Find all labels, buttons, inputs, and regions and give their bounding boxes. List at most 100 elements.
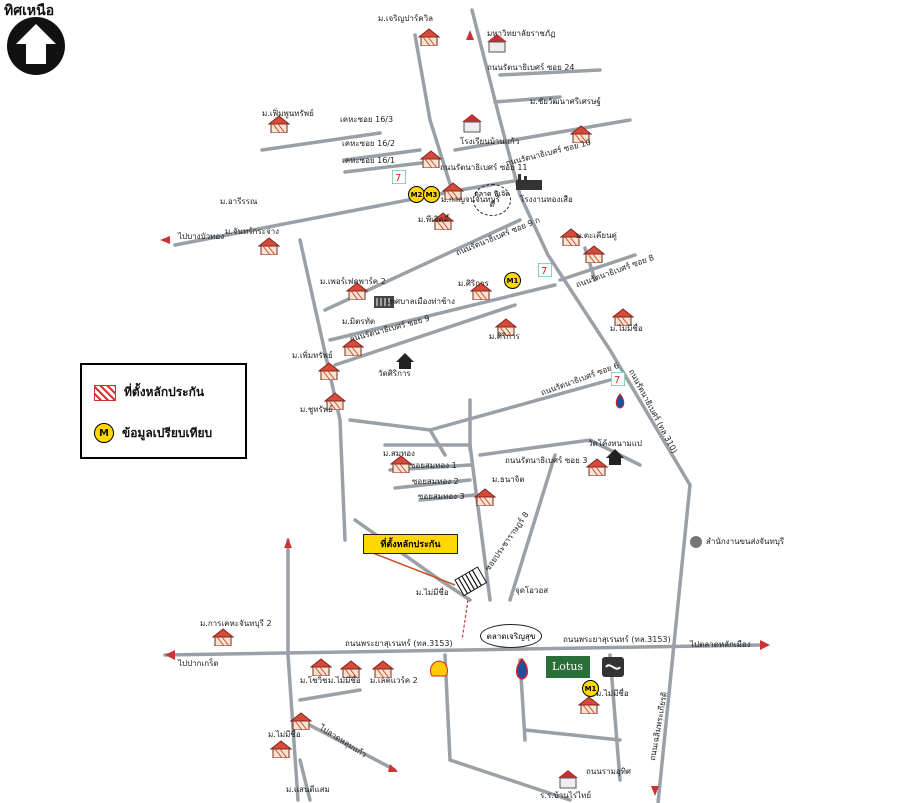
label-m-sirikan-2: ม.ศิริการ — [489, 332, 520, 341]
market-circle: ตลาด ฟีเจิดดี์ — [473, 184, 511, 216]
label-school-3: ร.ร.บ้านไร่ไทย์ — [540, 791, 592, 800]
label-road-pracharat: ถนนพระยาสุเรนทร์ (ทล.3153) — [345, 639, 453, 648]
callout-leader — [364, 549, 456, 586]
label-m-chaiwatana: ม.ชัยวัฒนาศรีเศรษฐ์ — [530, 97, 601, 106]
label-m-aree: ม.อารีรรณ — [220, 197, 258, 206]
seven-eleven-icon-2: 7 — [538, 263, 552, 277]
marker-m3: M3 — [423, 186, 440, 203]
house-icon — [310, 658, 332, 676]
label-m-mainame-3: ม.ไม่มีชื่อ — [596, 689, 629, 698]
label-soi-24: ถนนรัตนาธิเบศร์ ซอย 24 — [487, 63, 575, 72]
label-point: จุดโอวอส — [515, 586, 549, 595]
label-m-garden: ม.การเคหะจันทบุรี 2 — [200, 619, 272, 628]
label-m-sethi: ม.พีเจิดดี์ — [418, 215, 449, 224]
police-icon — [690, 536, 702, 548]
label-factory: โรงงานทองเสือ — [520, 195, 573, 204]
house-icon — [583, 245, 605, 263]
arrow-east — [760, 640, 770, 650]
label-m-nolek: ม.ตะเคียนคู่ — [576, 231, 617, 240]
hatch-icon — [94, 384, 116, 401]
arrow-southeast — [388, 764, 398, 772]
label-to-paktret: ไปปากเกร็ด — [178, 659, 219, 668]
comparison-marker-icon: M — [94, 423, 114, 443]
svg-text:7: 7 — [541, 266, 547, 277]
arrow-west — [160, 236, 170, 244]
label-wat-khao: วัดโค้งหนามแป — [588, 439, 642, 448]
arrow-north-2 — [284, 538, 292, 548]
market-oval: ตลาดเจริญสุข — [480, 624, 542, 648]
label-soi-11: ถนนรัตนาธิเบศร์ ซอย 11 — [440, 163, 528, 172]
house-icon — [258, 237, 280, 255]
label-m-cherngmak: ม.กาญจนจันทบุรี — [441, 195, 500, 204]
label-m-sirikan: ม.ศิริการ — [458, 279, 489, 288]
label-m-shine: ม.จันทร์กระจ่าง — [225, 227, 280, 236]
house-icon — [420, 150, 442, 168]
bank-icon — [602, 657, 624, 677]
legend-land-row: ที่ตั้งหลักประกัน — [94, 383, 204, 402]
marker-m1: M1 — [504, 272, 521, 289]
building-icon — [374, 296, 394, 308]
label-m-mainame-2: ม.ไม่มีชื่อ — [328, 676, 361, 685]
arrow-north — [466, 30, 474, 40]
house-icon — [474, 488, 496, 506]
seven-eleven-icon: 7 — [611, 372, 625, 386]
label-soi-b: ซอยสมทอง 2 — [412, 477, 459, 486]
label-chatuchak-road: ถนนรามอุทิศ — [586, 767, 631, 776]
label-soi-16-2: เคหะซอย 16/2 — [342, 139, 396, 148]
school-icon-3 — [558, 770, 578, 789]
label-m-mainame-land: ม.ไม่มีชื่อ — [416, 588, 449, 597]
legend-box: ที่ตั้งหลักประกัน M ข้อมูลเปรียบเทียบ — [80, 363, 247, 459]
ptt-icon — [516, 658, 528, 680]
label-m-somwang: ม.สมทอง — [383, 449, 415, 458]
legend-compare-label: ข้อมูลเปรียบเทียบ — [122, 425, 213, 440]
legend-compare-row: M ข้อมูลเปรียบเทียบ — [94, 423, 212, 443]
label-road-pracharat-2: ถนนพระยาสุเรนทร์ (ทล.3153) — [563, 635, 671, 644]
factory-icon — [516, 174, 542, 190]
label-soi-c: ซอยสมทอง 3 — [418, 492, 465, 501]
shell-icon — [430, 660, 448, 677]
label-m-arunchai: ม.ธนาจิต — [492, 475, 525, 484]
label-soi-a: ซอยสมทอง 1 — [410, 461, 457, 470]
label-m-charmpart: ม.เจริญปาร์ควิล — [378, 14, 433, 23]
arrow-south — [651, 786, 659, 796]
label-m-mitr: ม.มิตรทัต — [342, 317, 376, 326]
label-soi-3: ถนนรัตนาธิเบศร์ ซอย 3 — [505, 456, 588, 465]
temple-icon — [396, 353, 414, 369]
label-m-mainame-4: ม.ไม่มีชื่อ — [268, 730, 301, 739]
svg-text:7: 7 — [614, 375, 620, 386]
label-m-lakeview: ม.เลคแวร์ค 2 — [370, 676, 418, 685]
north-label: ทิศเหนือ — [4, 3, 55, 19]
label-temple: วัดศิริการ — [378, 369, 411, 378]
house-icon — [270, 740, 292, 758]
label-school-2: โรงเรียนบ้านแก้ว — [460, 137, 520, 146]
house-icon — [212, 628, 234, 646]
house-icon — [578, 696, 600, 714]
label-soi-16-3: เคหะซอย 16/3 — [340, 115, 394, 124]
label-police: สำนักงานขนส่งจันทบุรี — [706, 537, 785, 546]
label-school-1: มหาวิทยาลัยราชภัฏ — [487, 29, 556, 38]
house-icon — [586, 458, 608, 476]
label-to-ladlumkaew: ไปตลาดหลักเมือง — [690, 640, 751, 649]
house-icon — [290, 712, 312, 730]
legend-land-label: ที่ตั้งหลักประกัน — [124, 385, 205, 399]
arrow-west-2 — [165, 650, 175, 660]
svg-text:7: 7 — [395, 173, 401, 184]
school-icon-2 — [487, 34, 507, 53]
marker-m1-south: M1 — [582, 680, 599, 697]
house-icon — [418, 28, 440, 46]
lotus-icon: Lotus — [546, 656, 590, 678]
label-m-perfect: ม.เพอร์เฟคพาร์ค 2 — [320, 277, 386, 286]
north-indicator: ทิศเหนือ — [4, 0, 74, 75]
label-m-sinthana: ม.เฟิ่มพูนทรัพย์ — [262, 109, 314, 118]
svg-text:Lotus: Lotus — [552, 660, 583, 673]
label-m-sansiam: ม.แสนดีแสม — [286, 785, 330, 794]
seven-eleven-icon-3: 7 — [392, 170, 406, 184]
label-m-suksan: ม.ชูทรัพย์ — [300, 405, 333, 414]
north-arrow-icon — [7, 17, 65, 75]
label-fitness: เทศบาลเมืองท่าช้าง — [387, 297, 455, 306]
label-soi-16-1: เคหะซอย 16/1 — [342, 156, 396, 165]
label-m-pum: ม.เพิ่มทรัพย์ — [292, 351, 333, 360]
house-icon — [318, 362, 340, 380]
temple-icon-2 — [606, 449, 624, 465]
